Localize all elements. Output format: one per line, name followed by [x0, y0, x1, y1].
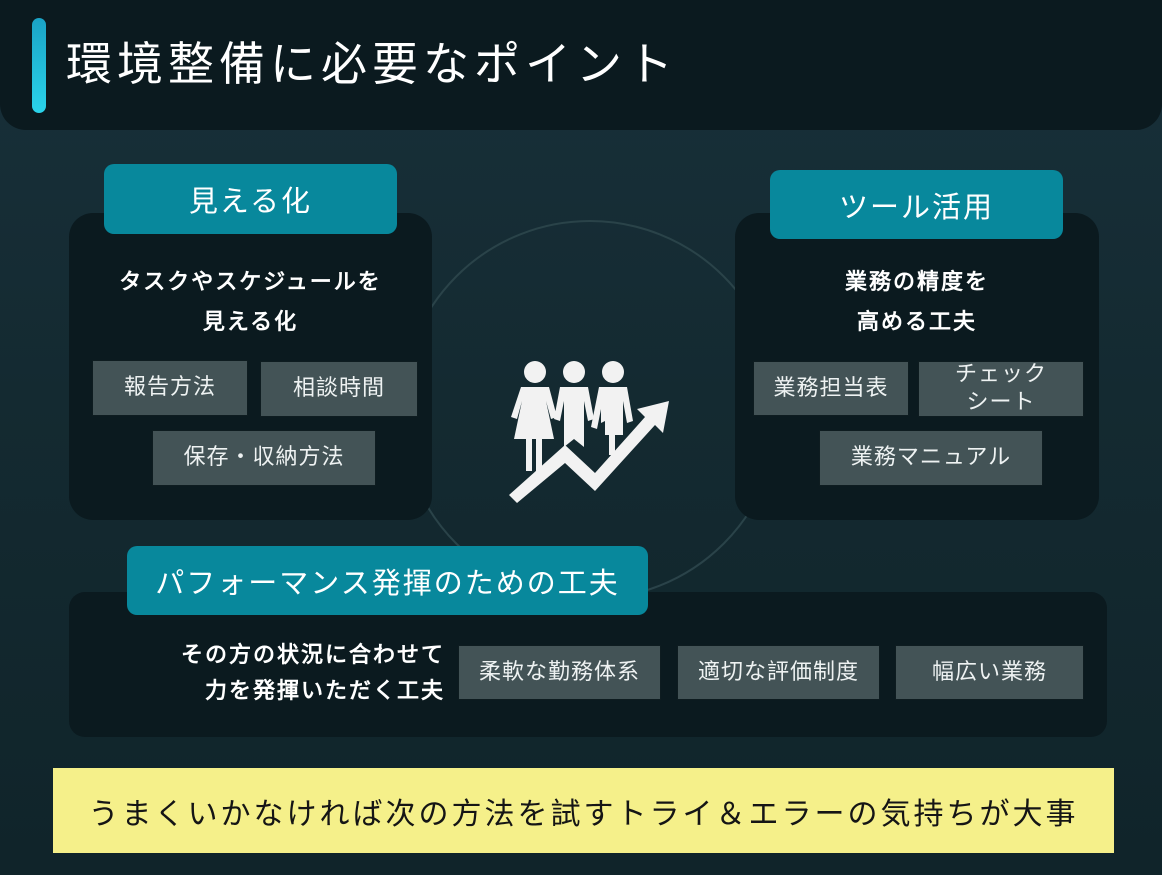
- tools-description-line2: 高める工夫: [856, 310, 977, 335]
- chip-broad-duties: 幅広い業務: [895, 645, 1084, 700]
- visualization-description: タスクやスケジュールを 見える化: [69, 263, 432, 343]
- visualization-tab: 見える化: [104, 164, 397, 234]
- visualization-description-line1: タスクやスケジュールを: [119, 270, 382, 295]
- chip-flexible-work-system: 柔軟な勤務体系: [458, 645, 661, 700]
- performance-description-line2: 力を発揮いただく工夫: [204, 679, 445, 704]
- performance-description-line1: その方の状況に合わせて: [180, 643, 445, 668]
- visualization-tab-label: 見える化: [188, 184, 313, 218]
- tools-tab-label: ツール活用: [838, 189, 994, 224]
- team-growth-arrow-icon: [505, 355, 685, 505]
- tools-tab: ツール活用: [770, 170, 1063, 239]
- chip-report-method: 報告方法: [92, 360, 248, 416]
- chip-checklist: チェック シート: [918, 361, 1084, 417]
- chip-storage-method: 保存・収納方法: [152, 430, 376, 486]
- chip-work-manual: 業務マニュアル: [819, 430, 1043, 486]
- page-title: 環境整備に必要なポイント: [66, 37, 678, 91]
- chip-task-assignment-table: 業務担当表: [753, 361, 909, 416]
- key-message-banner: うまくいかなければ次の方法を試すトライ＆エラーの気持ちが大事: [53, 768, 1114, 853]
- tools-description: 業務の精度を 高める工夫: [735, 263, 1099, 343]
- performance-tab: パフォーマンス発揮のための工夫: [127, 546, 648, 615]
- header-accent-bar: [32, 18, 46, 113]
- visualization-description-line2: 見える化: [202, 310, 299, 335]
- header-bar: 環境整備に必要なポイント: [0, 0, 1162, 130]
- performance-description: その方の状況に合わせて 力を発揮いただく工夫: [120, 638, 445, 710]
- chip-appropriate-evaluation: 適切な評価制度: [677, 645, 880, 700]
- chip-consultation-time: 相談時間: [260, 361, 418, 417]
- performance-tab-label: パフォーマンス発揮のための工夫: [155, 565, 620, 600]
- tools-description-line1: 業務の精度を: [844, 270, 989, 295]
- key-message-text: うまくいかなければ次の方法を試すトライ＆エラーの気持ちが大事: [88, 796, 1079, 832]
